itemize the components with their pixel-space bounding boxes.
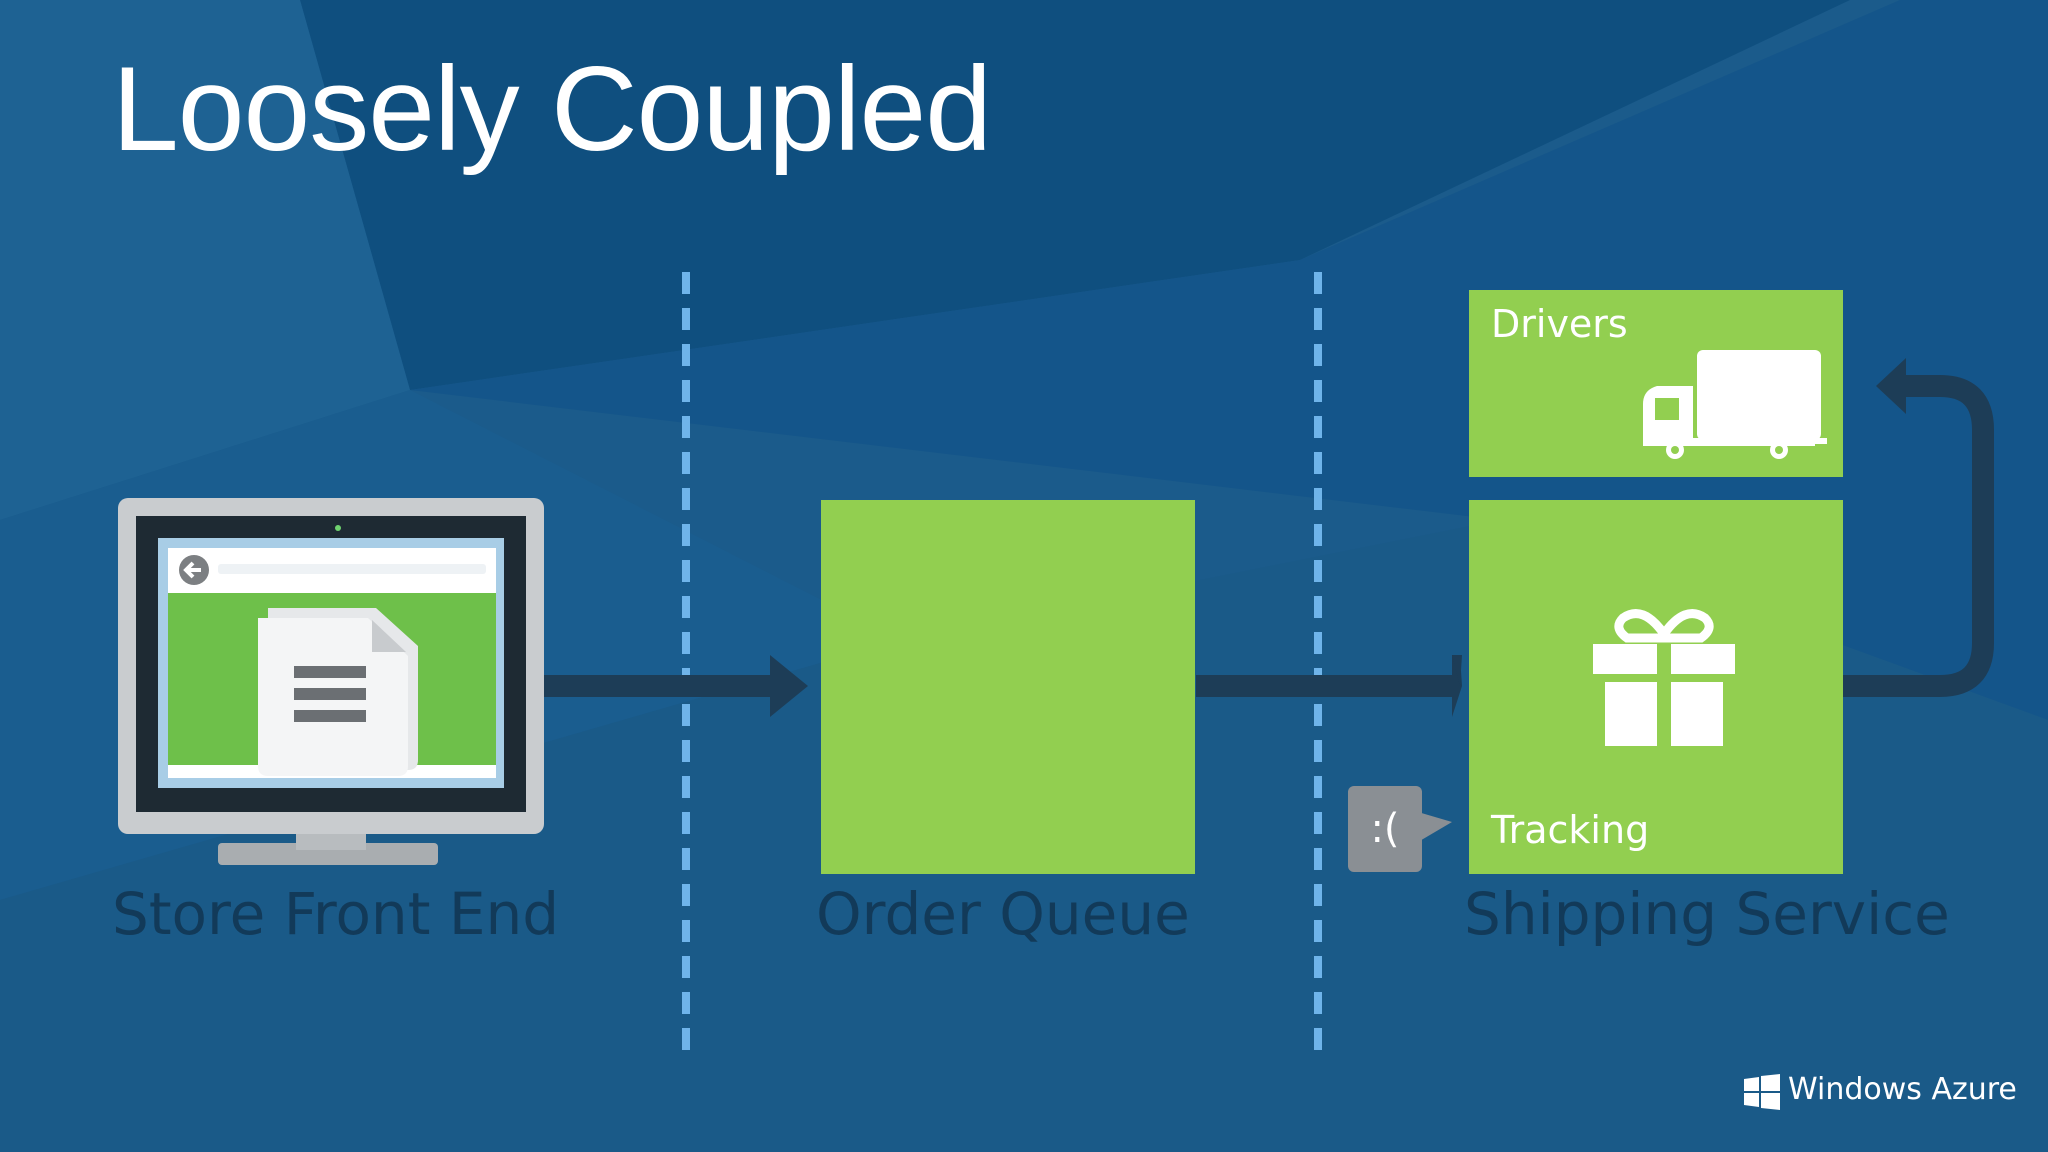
order-queue-tile: [821, 500, 1195, 874]
gift-icon: [1593, 609, 1735, 746]
drivers-label: Drivers: [1491, 302, 1628, 346]
sad-status-bubble: :(: [1348, 786, 1422, 872]
slide-title: Loosely Coupled: [112, 42, 992, 176]
arrow-store-to-queue: [540, 655, 808, 717]
shipping-service-label: Shipping Service: [1464, 880, 1950, 948]
truck-icon: [1643, 350, 1827, 459]
tracking-label: Tracking: [1491, 808, 1650, 852]
windows-logo-icon: [1744, 1074, 1780, 1110]
arrow-queue-to-shipping: [1196, 655, 1462, 717]
drivers-tile: Drivers: [1469, 290, 1843, 477]
monitor-icon: [118, 498, 544, 865]
boundary-divider-left: [682, 272, 690, 1050]
brand-label: Windows Azure: [1788, 1072, 2017, 1107]
store-front-end-label: Store Front End: [112, 880, 560, 948]
arrow-shipping-feedback-loop: [1843, 358, 1994, 697]
boundary-divider-right: [1314, 272, 1322, 1050]
bubble-pointer: [1418, 812, 1452, 842]
order-queue-label: Order Queue: [816, 880, 1190, 948]
tracking-tile: Tracking: [1469, 500, 1843, 874]
